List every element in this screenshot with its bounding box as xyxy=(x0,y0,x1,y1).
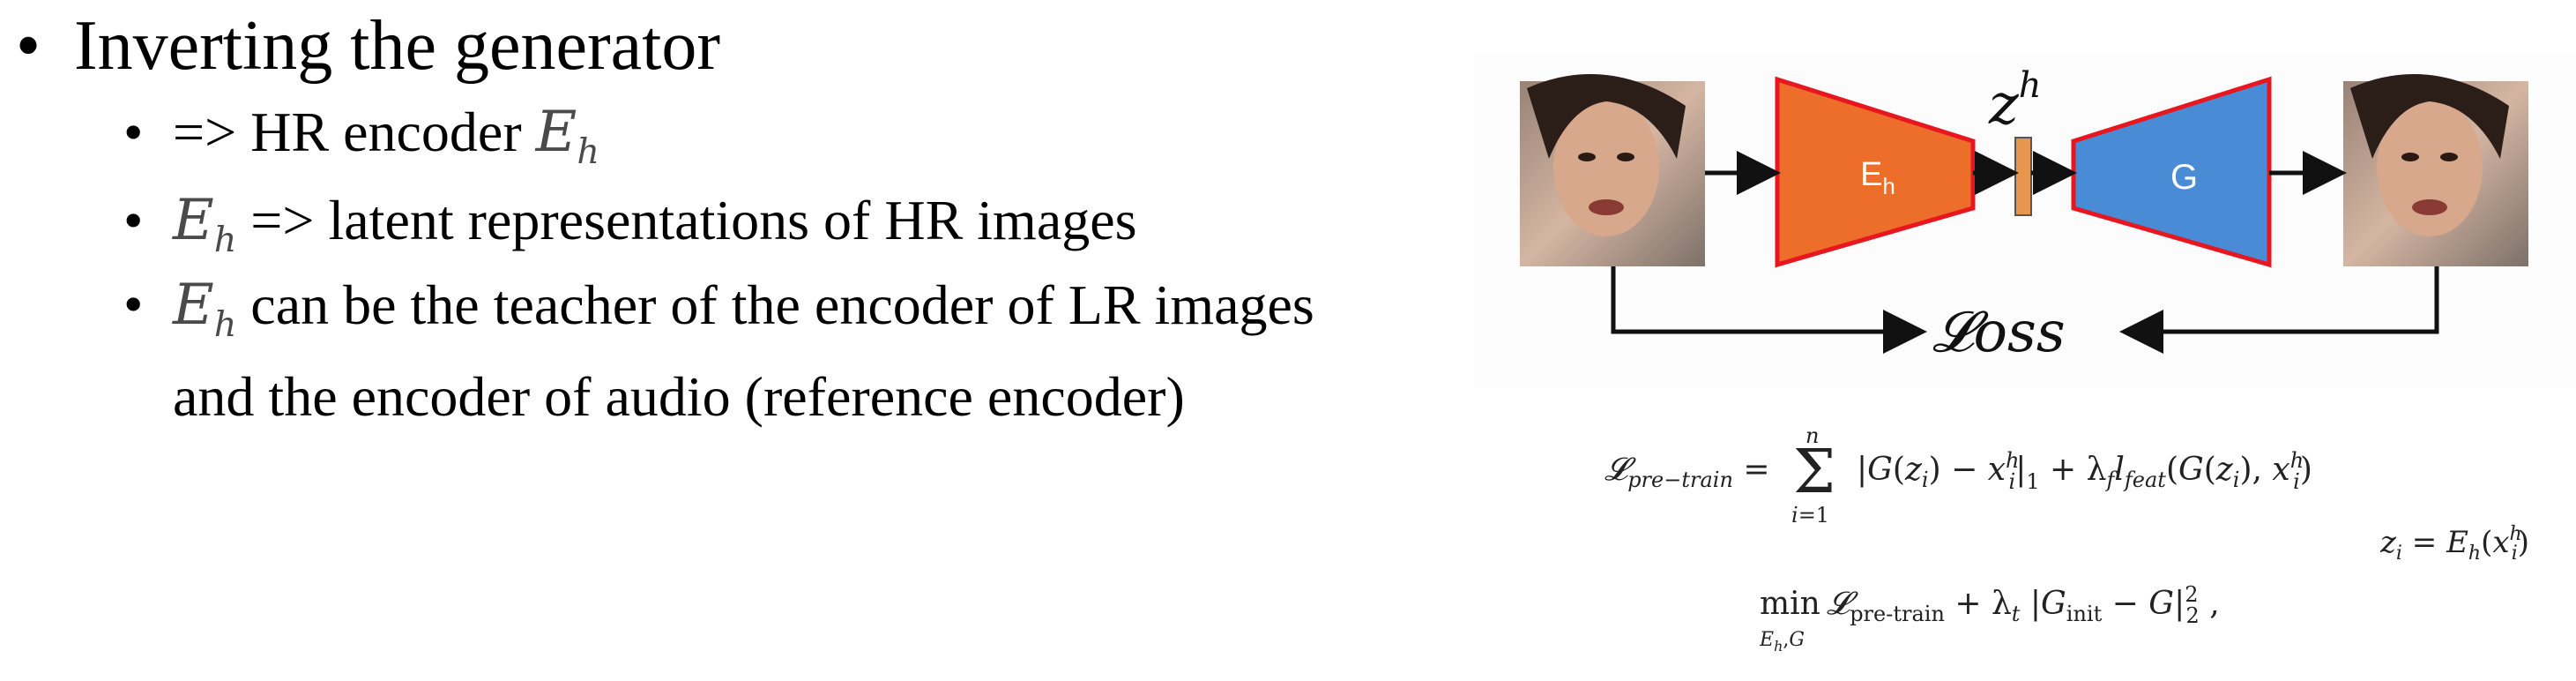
bullet-dot: • xyxy=(123,189,144,251)
sub-bullet-2-text: => latent representations of HR images xyxy=(236,189,1137,251)
svg-text:i=1: i=1 xyxy=(1791,503,1829,528)
svg-text:zi = Eh(xhi): zi = Eh(xhi) xyxy=(2380,523,2529,565)
svg-text:n: n xyxy=(1805,423,1819,448)
bullet-dot: • xyxy=(16,7,41,85)
svg-text:Σ: Σ xyxy=(1793,438,1835,507)
main-bullet: • Inverting the generator xyxy=(16,2,720,90)
encoder-label: Eh xyxy=(1860,156,1895,199)
generator-block: G xyxy=(2071,76,2272,268)
bullet-dot: • xyxy=(123,273,144,335)
math-encoder-symbol: Eh xyxy=(173,188,237,260)
main-bullet-text: Inverting the generator xyxy=(74,7,721,85)
encoder-generator-diagram: Eh zh G 𝓛oss xyxy=(1474,53,2576,388)
loss-label: 𝓛oss xyxy=(1932,300,2066,365)
bullet-dot: • xyxy=(123,101,144,163)
encoder-block: Eh xyxy=(1775,76,1976,268)
sub-bullet-3-text: can be the teacher of the encoder of LR … xyxy=(173,273,1314,428)
svg-text:min: min xyxy=(1760,586,1820,622)
math-encoder-symbol: Eh xyxy=(535,100,599,172)
latent-vector xyxy=(2014,137,2032,216)
loss-arrow-left xyxy=(1611,266,1927,354)
svg-text:Eh,G: Eh,G xyxy=(1760,629,1805,655)
math-encoder-symbol: Eh xyxy=(173,273,237,345)
input-face-image xyxy=(1520,74,1705,266)
sub-bullet-1-prefix: => HR encoder xyxy=(173,101,536,163)
generator-label: G xyxy=(2170,158,2198,197)
svg-text:𝓛pre-train + λt |Ginit − G|22: 𝓛pre-train + λt |Ginit − G|22 , xyxy=(1827,582,2220,628)
svg-text:|G(zi) − xhi|1 + λflfeat(G(zi): |G(zi) − xhi|1 + λflfeat(G(zi), xhi) xyxy=(1857,448,2312,494)
latent-label: zh xyxy=(1988,65,2041,138)
output-face-image xyxy=(2343,74,2528,266)
diagram-svg: Eh zh G 𝓛oss xyxy=(1520,65,2528,365)
loss-arrow-right xyxy=(2119,266,2439,354)
svg-text:𝓛pre−train =: 𝓛pre−train = xyxy=(1604,452,1770,492)
